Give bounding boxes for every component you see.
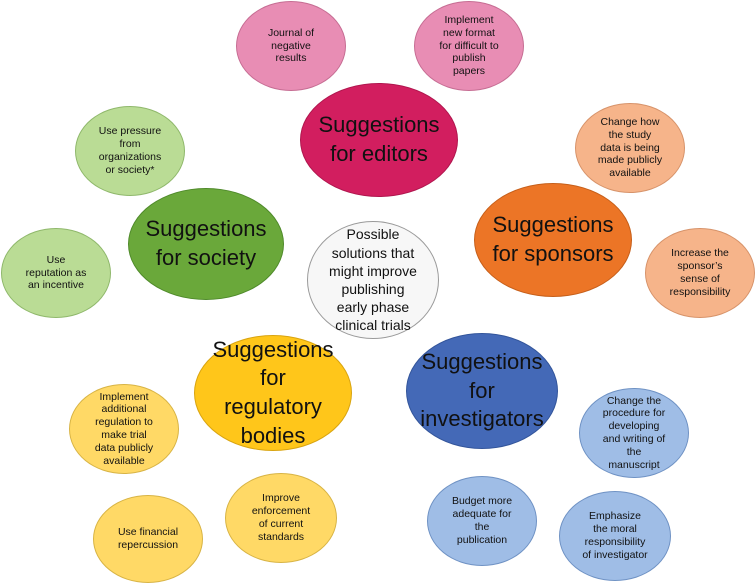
central-node-label: Possible solutions that might improve pu… bbox=[329, 226, 417, 334]
hub-society-label: Suggestions for society bbox=[145, 216, 267, 270]
society-item-label: Use pressure from organizations or socie… bbox=[98, 125, 162, 176]
hub-society: Suggestions for society bbox=[128, 188, 284, 300]
editors-item: Journal of negative results bbox=[236, 1, 346, 91]
hub-sponsors-label: Suggestions for sponsors bbox=[492, 212, 614, 266]
hub-regulatory-bodies-label: Suggestions for regulatory bodies bbox=[212, 336, 334, 448]
hub-regulatory-bodies: Suggestions for regulatory bodies bbox=[194, 335, 352, 451]
investigators-item: Budget more adequate for the publication bbox=[427, 476, 537, 566]
sponsors-item: Increase the sponsor’s sense of responsi… bbox=[645, 228, 755, 318]
investigators-item: Emphasize the moral responsibility of in… bbox=[559, 491, 671, 581]
sponsors-item: Change how the study data is being made … bbox=[575, 103, 685, 193]
society-item-label: Use reputation as an incentive bbox=[25, 253, 87, 292]
sponsors-item-label: Increase the sponsor’s sense of responsi… bbox=[669, 247, 731, 298]
editors-item: Implement new format for difficult to pu… bbox=[414, 1, 524, 91]
regulatory-item: Use financial repercussion bbox=[93, 495, 203, 583]
hub-investigators: Suggestions for investigators bbox=[406, 333, 558, 449]
investigators-item-label: Budget more adequate for the publication bbox=[451, 495, 513, 546]
central-node: Possible solutions that might improve pu… bbox=[307, 221, 439, 339]
editors-item-label: Implement new format for difficult to pu… bbox=[439, 14, 499, 78]
regulatory-item: Improve enforcement of current standards bbox=[225, 473, 337, 563]
society-item: Use pressure from organizations or socie… bbox=[75, 106, 185, 196]
regulatory-item: Implement additional regulation to make … bbox=[69, 384, 179, 474]
investigators-item: Change the procedure for developing and … bbox=[579, 388, 689, 478]
investigators-item-label: Change the procedure for developing and … bbox=[602, 394, 666, 471]
hub-investigators-label: Suggestions for investigators bbox=[420, 349, 544, 432]
sponsors-item-label: Change how the study data is being made … bbox=[597, 116, 663, 180]
society-item: Use reputation as an incentive bbox=[1, 228, 111, 318]
regulatory-item-label: Improve enforcement of current standards bbox=[251, 492, 311, 543]
investigators-item-label: Emphasize the moral responsibility of in… bbox=[582, 510, 648, 561]
regulatory-item-label: Implement additional regulation to make … bbox=[94, 390, 154, 467]
hub-sponsors: Suggestions for sponsors bbox=[474, 183, 632, 297]
hub-editors-label: Suggestions for editors bbox=[318, 112, 440, 166]
regulatory-item-label: Use financial repercussion bbox=[117, 526, 179, 551]
hub-editors: Suggestions for editors bbox=[300, 83, 458, 197]
editors-item-label: Journal of negative results bbox=[267, 26, 315, 65]
